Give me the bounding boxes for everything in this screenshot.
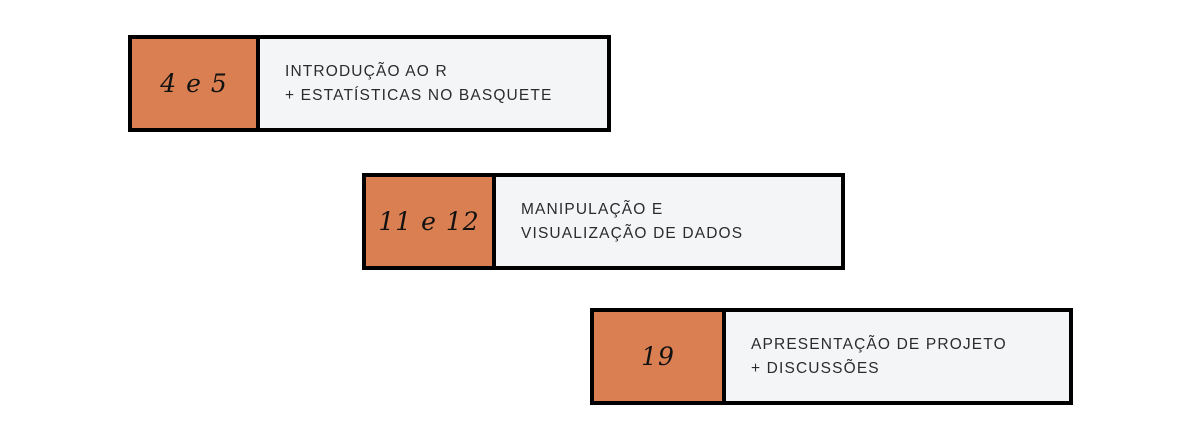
session-title-panel: INTRODUÇÃO AO R + ESTATÍSTICAS NO BASQUE… [260, 39, 607, 128]
session-title-line-2: + ESTATÍSTICAS NO BASQUETE [285, 86, 553, 104]
schedule-bar-row-2: 11 e 12 MANIPULAÇÃO E VISUALIZAÇÃO DE DA… [362, 173, 845, 270]
session-title-line-2: + DISCUSSÕES [751, 359, 880, 377]
session-title-line-2: VISUALIZAÇÃO DE DADOS [521, 224, 744, 242]
session-title-panel: APRESENTAÇÃO DE PROJETO + DISCUSSÕES [726, 312, 1069, 401]
session-title-panel: MANIPULAÇÃO E VISUALIZAÇÃO DE DADOS [496, 177, 841, 266]
session-number-label: 11 e 12 [378, 207, 480, 236]
session-title-line-1: MANIPULAÇÃO E [521, 200, 664, 218]
schedule-bar-row-3: 19 APRESENTAÇÃO DE PROJETO + DISCUSSÕES [590, 308, 1073, 405]
schedule-bar-row-1: 4 e 5 INTRODUÇÃO AO R + ESTATÍSTICAS NO … [128, 35, 611, 132]
session-number-label: 19 [641, 342, 675, 371]
session-title-line-1: INTRODUÇÃO AO R [285, 62, 448, 80]
session-number-block: 11 e 12 [366, 177, 496, 266]
session-title-line-1: APRESENTAÇÃO DE PROJETO [751, 335, 1007, 353]
session-number-block: 4 e 5 [132, 39, 260, 128]
session-number-label: 4 e 5 [160, 69, 228, 98]
session-number-block: 19 [594, 312, 726, 401]
